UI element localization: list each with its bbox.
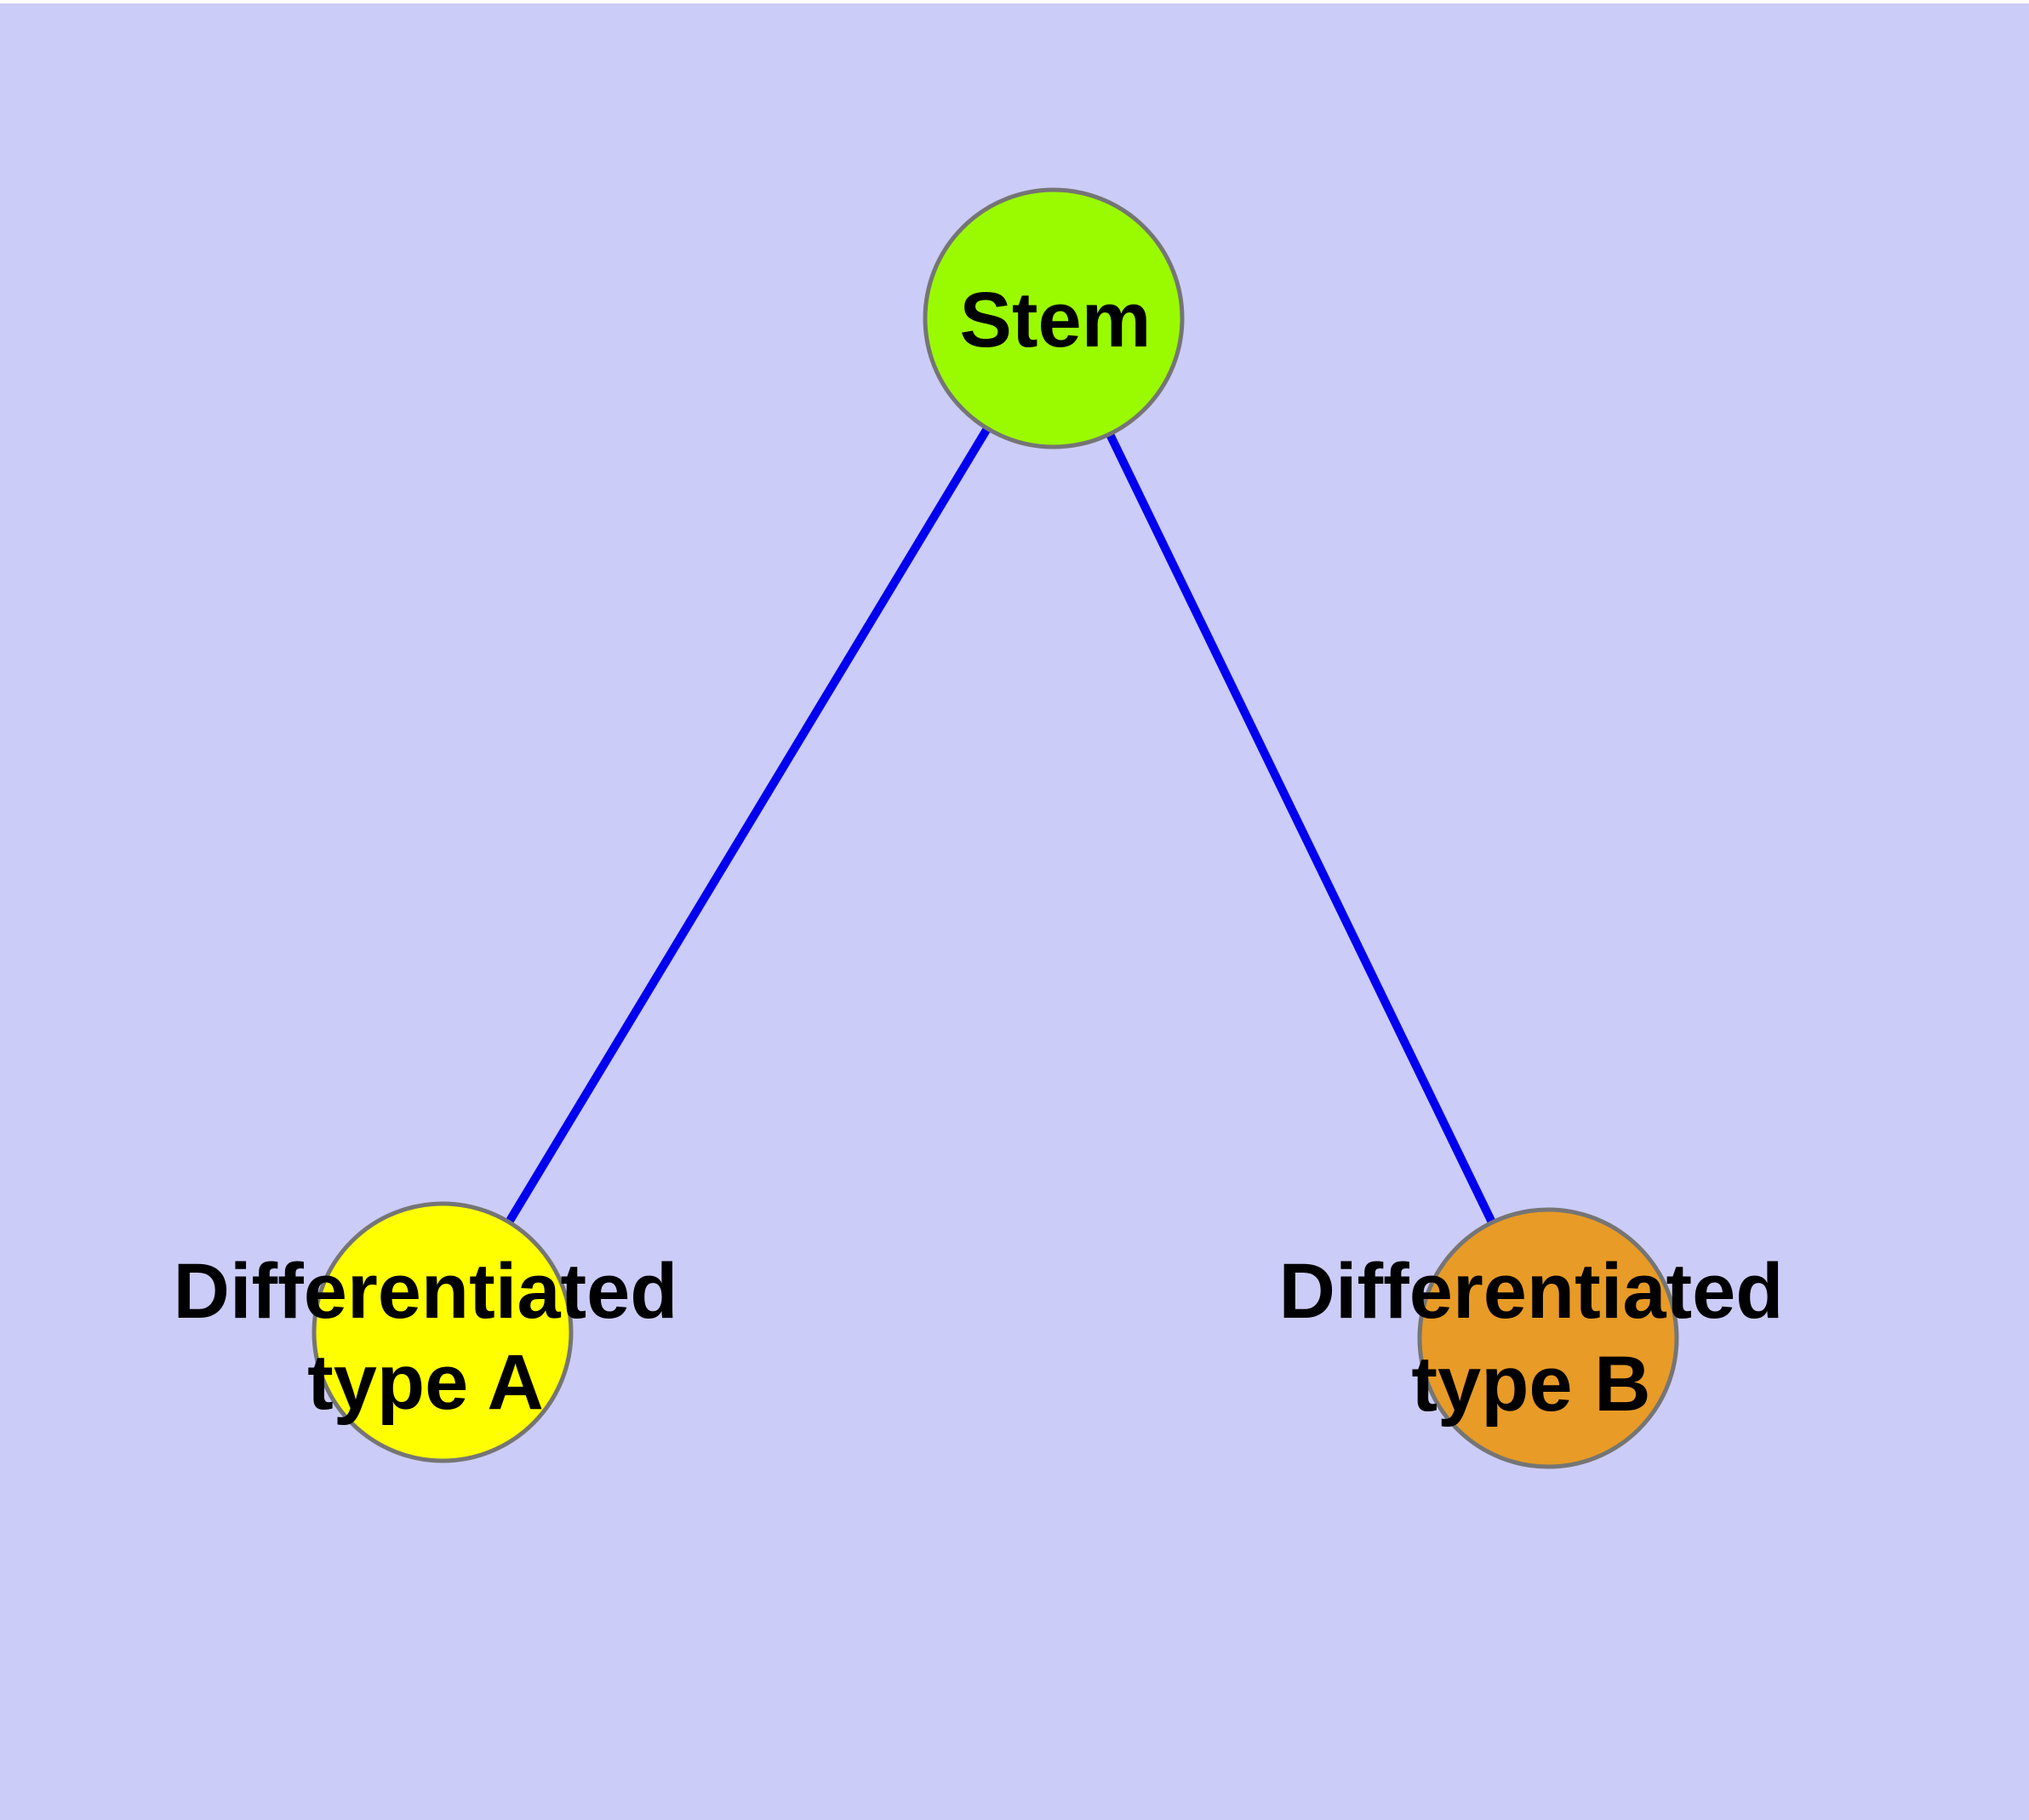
edge-stem-to-type-b bbox=[1049, 316, 1552, 1341]
edge-stem-to-type-a bbox=[438, 316, 1058, 1335]
node-type-b-label-line1: Differentiated bbox=[1279, 1248, 1784, 1335]
node-type-a-label-line2: type A bbox=[307, 1339, 544, 1426]
node-type-b-label-line2: type B bbox=[1411, 1341, 1650, 1428]
node-stem-label: Stem bbox=[960, 277, 1152, 363]
node-type-b-circle[interactable] bbox=[1417, 1207, 1679, 1469]
node-stem-circle[interactable] bbox=[923, 187, 1185, 449]
node-type-a-circle[interactable] bbox=[311, 1201, 574, 1463]
node-type-a-label-line1: Differentiated bbox=[174, 1248, 678, 1335]
